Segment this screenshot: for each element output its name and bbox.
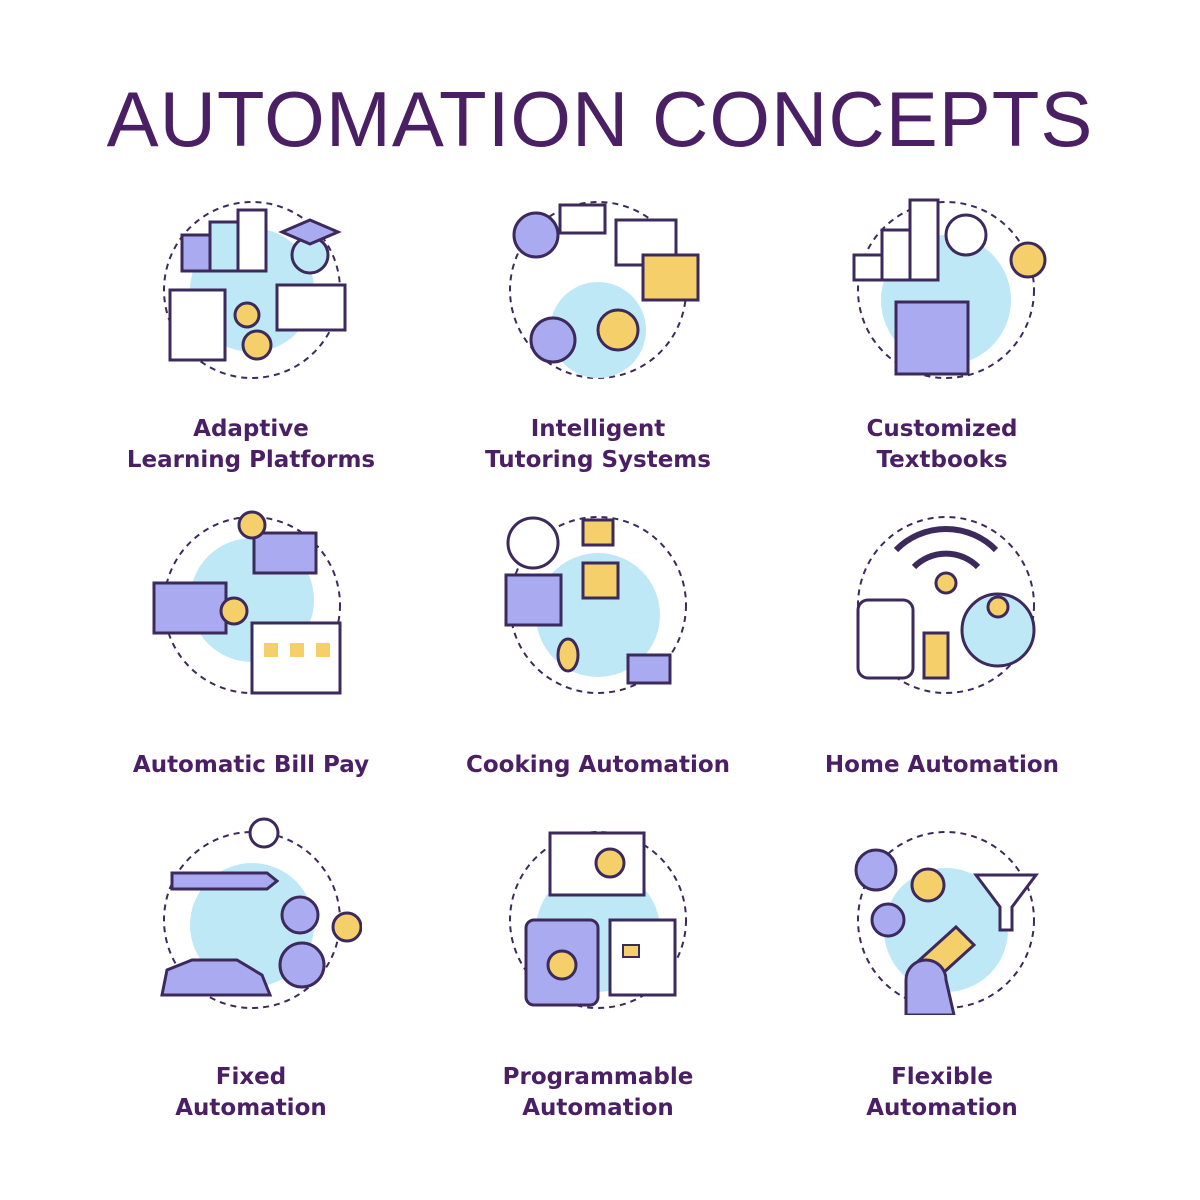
robotic-arm-icon: [836, 815, 1056, 1015]
cooking-robot-icon: [488, 505, 708, 705]
concept-label: Cooking Automation: [465, 752, 731, 778]
programmable-device-icon: [488, 815, 708, 1015]
bill-pay-icon: [142, 505, 362, 705]
assembly-line-icon: [142, 815, 362, 1015]
concept-label: Home Automation: [824, 752, 1060, 778]
page-title: AUTOMATION CONCEPTS: [106, 75, 1094, 163]
concept-label: Automatic Bill Pay: [132, 752, 370, 778]
adaptive-learning-icon: [142, 190, 362, 390]
smart-home-icon: [836, 505, 1056, 705]
tutoring-robot-icon: [488, 190, 708, 390]
textbook-icon: [836, 190, 1056, 390]
